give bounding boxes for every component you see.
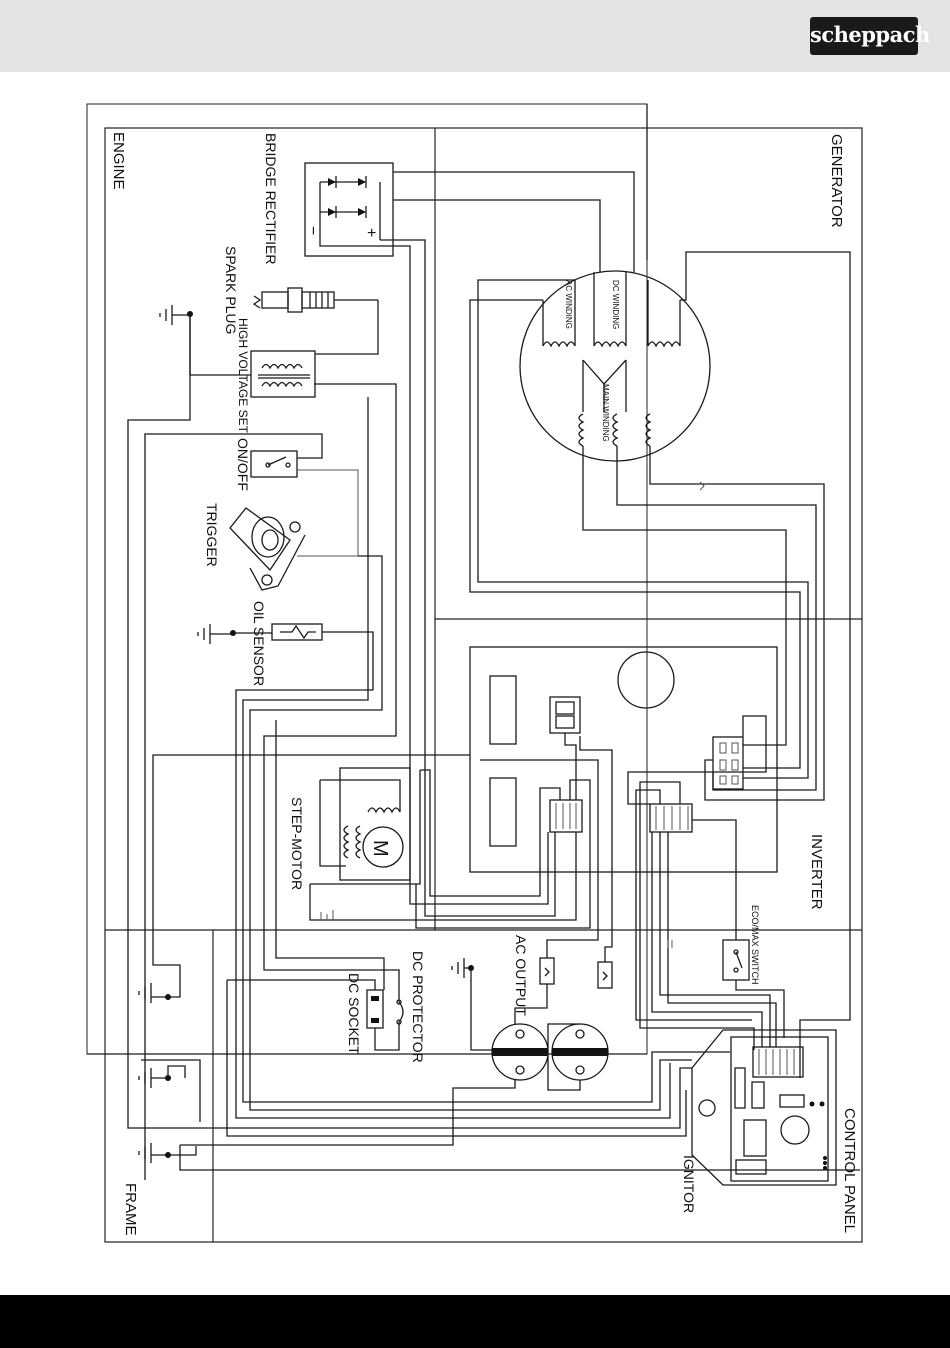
motor-symbol: M bbox=[369, 840, 391, 857]
step-motor: M bbox=[310, 768, 420, 884]
control-panel-board bbox=[692, 1030, 836, 1185]
eco-max-switch-label: ECO/MAX SWITCH bbox=[750, 905, 760, 985]
bridge-rectifier-label: BRIDGE RECTIFIER bbox=[263, 133, 279, 264]
engine-label: ENGINE bbox=[110, 132, 127, 190]
dc-winding-label: DC WINDING bbox=[611, 280, 620, 329]
high-voltage-set-label: HIGH VOLTAGE SET bbox=[236, 318, 250, 434]
generator-label: GENERATOR bbox=[828, 134, 845, 228]
dc-protector-label: DC PROTECTOR bbox=[410, 951, 426, 1063]
rectifier-minus: − bbox=[304, 226, 321, 235]
spark-plug bbox=[254, 288, 378, 312]
bridge-rectifier: − + bbox=[304, 163, 393, 256]
on-off-label: ON/OFF bbox=[235, 438, 251, 491]
dc-socket bbox=[227, 980, 399, 1050]
trigger-sensor bbox=[230, 508, 305, 590]
step-motor-label: STEP-MOTOR bbox=[289, 797, 305, 890]
ignitor-label: IGNITOR bbox=[681, 1155, 697, 1213]
trigger-label: TRIGGER bbox=[204, 503, 220, 567]
on-off-switch bbox=[145, 434, 358, 1180]
main-winding-label: MAIN WINDING bbox=[601, 384, 610, 442]
wiring-harness bbox=[87, 104, 860, 1170]
ac-output-label: AC OUTPUT bbox=[513, 935, 529, 1016]
ac-winding-label: AC WINDING bbox=[564, 280, 573, 329]
rectifier-plus: + bbox=[367, 225, 376, 242]
frame-label: FRAME bbox=[122, 1183, 139, 1236]
section-borders bbox=[87, 104, 862, 1242]
oil-sensor-label: OIL SENSOR bbox=[251, 601, 267, 686]
dc-socket-label: DC SOCKET bbox=[346, 973, 362, 1055]
inverter-label: INVERTER bbox=[808, 834, 825, 910]
ac-output-sockets bbox=[180, 736, 612, 1145]
high-voltage-set bbox=[251, 300, 378, 397]
